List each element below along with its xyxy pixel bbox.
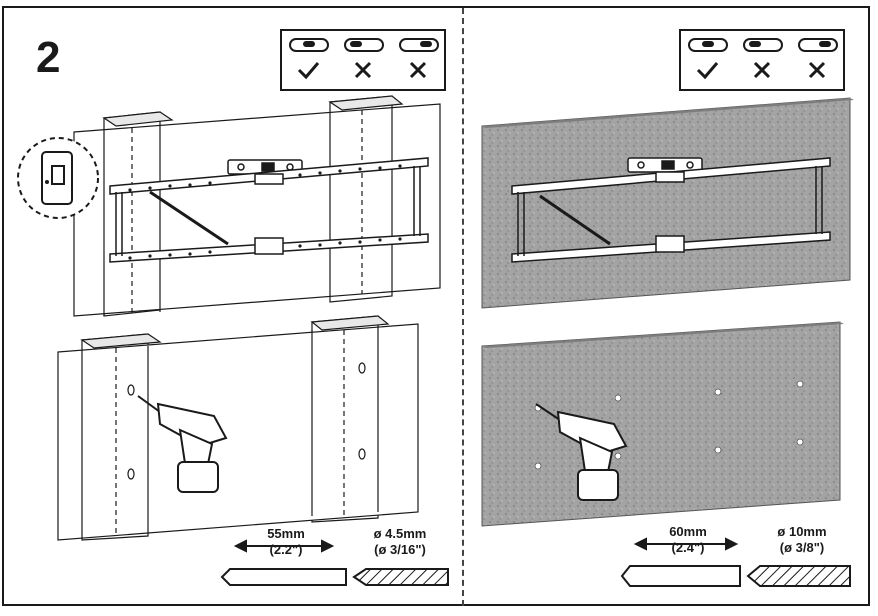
check-icon (696, 62, 719, 80)
drill-size-label-left: ø 4.5mm (ø 3/16") (352, 526, 448, 558)
level-check-box-right (679, 29, 845, 91)
drill-size-label-right: ø 10mm (ø 3/8") (754, 524, 850, 556)
level-icon-bad-2 (399, 38, 439, 52)
cross-icon (808, 61, 826, 79)
drill-icon-right (535, 403, 628, 501)
depth-arrow-right (633, 537, 739, 551)
panel-divider (462, 8, 464, 606)
wall-mount-bracket-left (109, 157, 429, 263)
depth-arrow-left (233, 539, 335, 553)
concrete-wall-with-bracket (481, 97, 854, 309)
depth-mm-left: 55mm (267, 526, 305, 541)
drill-in-left: (ø 3/16") (374, 542, 426, 557)
depth-mm-right: 60mm (669, 524, 707, 539)
drill-icon-left (137, 395, 228, 493)
drill-in-right: (ø 3/8") (779, 540, 825, 555)
level-icon-ok (289, 38, 329, 52)
drill-bit-left (220, 568, 449, 586)
cross-icon (354, 61, 372, 79)
wood-wall-drill-holes (57, 315, 419, 541)
concrete-wall-drill-holes (481, 321, 844, 527)
cross-icon (753, 61, 771, 79)
depth-in-left: (2.2") (269, 542, 303, 557)
depth-in-right: (2.4") (671, 540, 705, 555)
stud-finder-callout (17, 137, 99, 219)
depth-label-right: 60mm (2.4") (646, 524, 730, 556)
level-icon-bad-1 (344, 38, 384, 52)
cross-icon (409, 61, 427, 79)
drill-bit-right (620, 565, 851, 587)
step-number: 2 (36, 33, 61, 82)
drill-mm-left: ø 4.5mm (373, 526, 427, 541)
check-icon (297, 62, 320, 80)
drill-mm-right: ø 10mm (777, 524, 827, 539)
diagram-frame (2, 6, 870, 606)
level-check-box-left (280, 29, 446, 91)
wood-wall-with-studs (73, 95, 441, 317)
depth-label-left: 55mm (2.2") (244, 526, 328, 558)
